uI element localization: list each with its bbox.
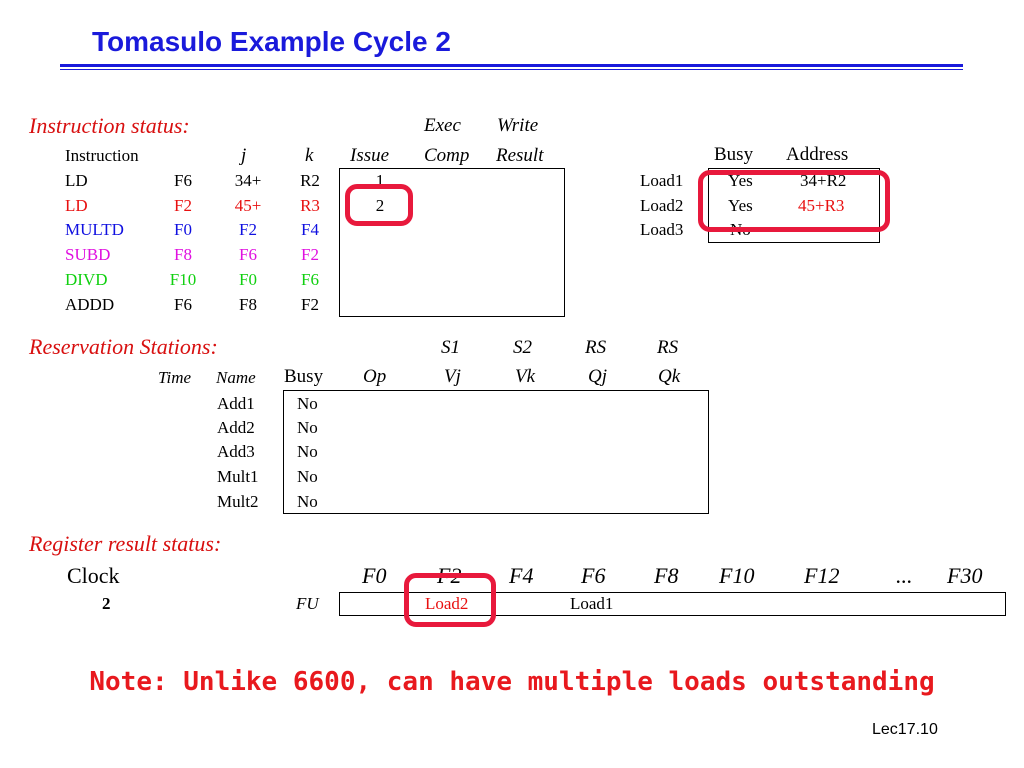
rs-busy: No [297, 442, 318, 461]
clock-label: Clock [67, 563, 120, 588]
rs-header-2: RS [657, 337, 679, 358]
slide-title: Tomasulo Example Cycle 2 [92, 26, 451, 57]
rs-busy: No [297, 394, 318, 413]
write-header: Write [497, 115, 539, 136]
s1-header: S1 [441, 337, 460, 358]
instr-op: DIVD [65, 270, 108, 289]
instr-j: F8 [239, 295, 257, 314]
instr-issue: 2 [375, 196, 385, 215]
instr-issue: 1 [375, 171, 385, 190]
reservation-stations-label: Reservation Stations: [29, 334, 218, 359]
rs-name: Mult2 [217, 492, 259, 511]
load-busy: Yes [728, 196, 753, 215]
load-address: 45+R3 [798, 196, 845, 215]
busy-header: Busy [714, 144, 754, 165]
vj-header: Vj [444, 366, 461, 387]
op-header: Op [363, 366, 387, 387]
name-header: Name [216, 368, 256, 387]
instr-k: R2 [300, 171, 320, 190]
slide-footer: Lec17.10 [872, 721, 938, 738]
title-rule [60, 64, 963, 67]
register-status-label: Register result status: [29, 531, 222, 556]
address-header: Address [786, 144, 849, 165]
fu-label: FU [296, 594, 319, 613]
instr-op: SUBD [65, 245, 111, 264]
rs-name: Add2 [217, 418, 255, 437]
reg-f4: F4 [509, 563, 534, 588]
rs-header-1: RS [585, 337, 607, 358]
title-rule-thin [60, 69, 963, 70]
rs-busy: No [297, 418, 318, 437]
reg-f6: F6 [581, 563, 606, 588]
reg-ellipsis: ... [896, 563, 913, 588]
instr-j: F6 [239, 245, 257, 264]
instr-dest: F6 [174, 171, 192, 190]
j-header: j [241, 145, 247, 166]
fu-f6-value: Load1 [570, 594, 614, 613]
instr-j: 45+ [234, 196, 262, 215]
instr-k: R3 [300, 196, 320, 215]
qk-header: Qk [658, 366, 681, 387]
issue-header: Issue [350, 145, 390, 166]
clock-value: 2 [102, 594, 111, 613]
reg-f12: F12 [804, 563, 840, 588]
rs-busy: No [297, 492, 318, 511]
instruction-status-box [339, 168, 565, 317]
instr-dest: F8 [174, 245, 192, 264]
rs-name: Add3 [217, 442, 255, 461]
load-name: Load3 [640, 220, 684, 239]
qj-header: Qj [588, 366, 607, 387]
instr-dest: F2 [174, 196, 192, 215]
instruction-status-label: Instruction status: [29, 113, 190, 138]
slide-note: Note: Unlike 6600, can have multiple loa… [89, 667, 935, 697]
s2-header: S2 [513, 337, 532, 358]
instr-j: F0 [239, 270, 257, 289]
load-name: Load1 [640, 171, 684, 190]
vk-header: Vk [515, 366, 536, 387]
reg-f30: F30 [947, 563, 983, 588]
load-buffer-box [708, 168, 880, 243]
register-highlight-ring [404, 573, 496, 627]
issue-highlight-ring [345, 184, 413, 226]
instr-j: 34+ [234, 171, 262, 190]
busy-header: Busy [284, 366, 324, 387]
instr-op: LD [65, 171, 88, 190]
result-header: Result [496, 145, 544, 166]
rs-busy: No [297, 467, 318, 486]
load-name: Load2 [640, 196, 684, 215]
rs-name: Add1 [217, 394, 255, 413]
instr-op: LD [65, 196, 88, 215]
reg-f8: F8 [654, 563, 679, 588]
instr-k: F2 [301, 245, 319, 264]
rs-name: Mult1 [217, 467, 259, 486]
instr-dest: F10 [169, 270, 197, 289]
instr-k: F4 [301, 220, 319, 239]
instr-k: F6 [301, 270, 319, 289]
reservation-stations-box [283, 390, 709, 514]
fu-row-box [339, 592, 1006, 616]
instr-op: ADDD [65, 295, 115, 314]
instr-k: F2 [301, 295, 319, 314]
k-header: k [305, 145, 314, 166]
reg-f0: F0 [362, 563, 387, 588]
instr-op: MULTD [65, 220, 124, 239]
instr-dest: F6 [174, 295, 192, 314]
instruction-header: Instruction [65, 146, 139, 165]
load-buffer-highlight-ring [698, 170, 890, 232]
reg-f10: F10 [719, 563, 755, 588]
load-address: 34+R2 [800, 171, 847, 190]
instr-j: F2 [239, 220, 257, 239]
fu-f2-value: Load2 [425, 594, 469, 613]
exec-header: Exec [424, 115, 461, 136]
load-busy: Yes [728, 171, 753, 190]
comp-header: Comp [424, 145, 470, 166]
time-header: Time [158, 368, 192, 387]
instr-dest: F0 [174, 220, 192, 239]
